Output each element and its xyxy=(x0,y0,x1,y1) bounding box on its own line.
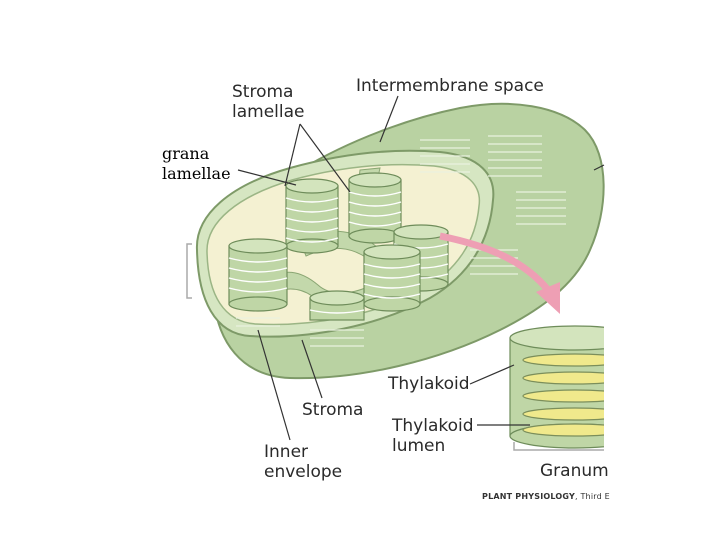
stroma-lamellae-label-line2: lamellae xyxy=(232,102,305,122)
thylakoid-lumen-disc xyxy=(522,389,604,403)
intermembrane-space-label: Intermembrane space xyxy=(356,76,544,96)
granum-bracket xyxy=(513,442,604,451)
grana-lamellae-label-line2: lamellae xyxy=(162,164,231,183)
granum-stack xyxy=(228,238,288,312)
surface-grana xyxy=(236,135,566,347)
granum-stack xyxy=(348,172,402,244)
thylakoid-label: Thylakoid xyxy=(388,374,470,394)
stroma-label: Stroma xyxy=(302,400,364,420)
thylakoid-lumen-disc xyxy=(522,371,604,385)
thylakoid-lumen-label-line1: Thylakoid xyxy=(392,416,474,436)
inner-envelope-label-line1: Inner xyxy=(264,442,309,462)
thylakoid-lumen-disc xyxy=(522,423,604,437)
inner-envelope-label-line2: envelope xyxy=(264,462,343,482)
grana-lamellae-label-line1: grana xyxy=(162,144,210,163)
left-bracket xyxy=(186,243,192,299)
grana-lamellae-label: grana lamellae xyxy=(162,144,231,184)
thylakoid-lumen-disc xyxy=(522,353,604,367)
stroma-lamellae-label-line1: Stroma xyxy=(232,82,294,102)
granum-stack xyxy=(309,290,365,321)
book-credit-edition: , Third E xyxy=(574,492,610,501)
thylakoid-lumen-label: Thylakoid lumen xyxy=(392,416,474,456)
thylakoid-lumen-disc xyxy=(522,407,604,421)
thylakoid-lumen-label-line2: lumen xyxy=(392,436,446,456)
granum-label: Granum xyxy=(540,461,609,481)
granum-stack xyxy=(285,178,339,254)
magnify-arrow xyxy=(439,232,560,314)
book-credit: PLANT PHYSIOLOGY, Third E xyxy=(482,492,610,501)
granum-stack xyxy=(363,244,421,312)
leader-lines xyxy=(237,95,605,441)
magnified-granum xyxy=(509,325,604,449)
book-credit-title: PLANT PHYSIOLOGY xyxy=(482,492,575,501)
stroma-lamellae-label: Stroma lamellae xyxy=(232,82,304,122)
inner-envelope-label: Inner envelope xyxy=(264,442,342,482)
